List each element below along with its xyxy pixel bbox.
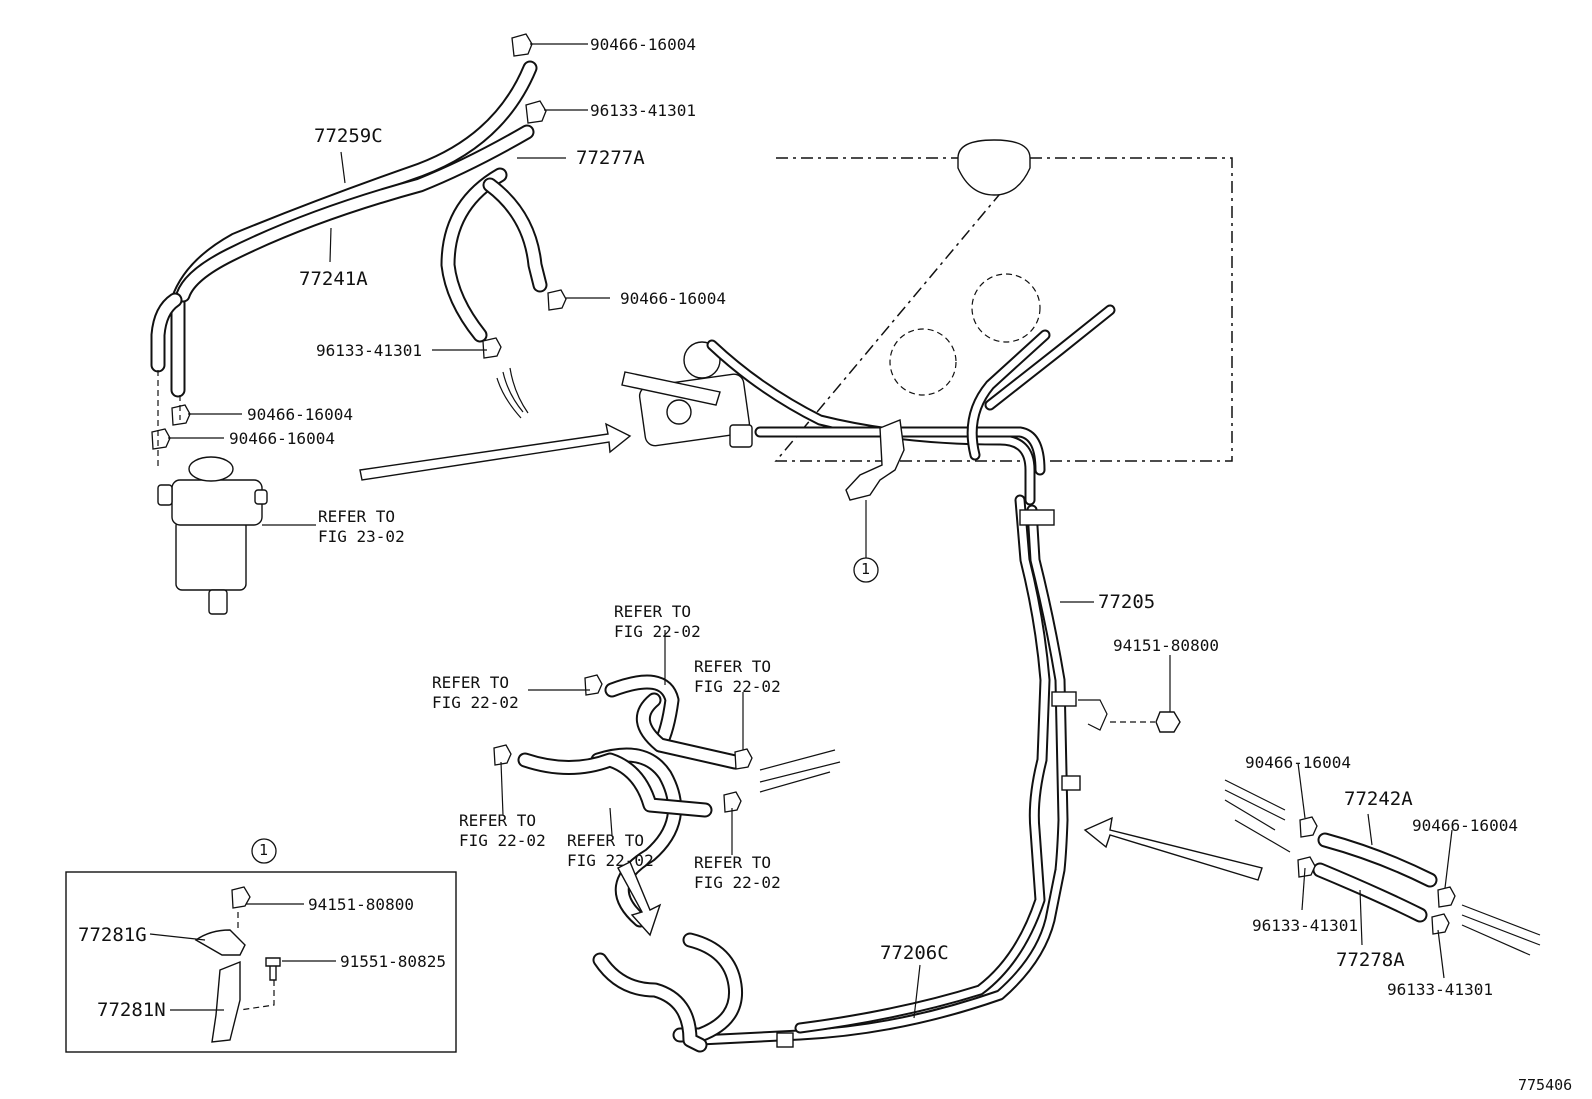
inset-detail xyxy=(65,871,457,1053)
refer-to-line2: FIG 22-02 xyxy=(614,622,701,641)
callout-96133-41301-mid: 96133-41301 xyxy=(316,341,422,360)
leader-lines xyxy=(149,43,1453,1019)
diagram-id: 775406 xyxy=(1518,1076,1573,1094)
callout-90466-16004-top: 90466-16004 xyxy=(590,35,696,54)
circle-marker-1-label: 1 xyxy=(861,560,871,578)
right-hose-assembly xyxy=(1083,779,1541,956)
callout-77259c: 77259C xyxy=(314,125,383,147)
callout-77241a: 77241A xyxy=(299,268,368,290)
refer-to-line2: FIG 22-02 xyxy=(459,831,546,850)
refer-to-line2: FIG 22-02 xyxy=(694,873,781,892)
refer-to-line1: REFER TO xyxy=(567,831,645,850)
refer-to-line2: FIG 22-02 xyxy=(567,851,654,870)
refer-to-line2: FIG 22-02 xyxy=(432,693,519,712)
callout-96133-41301-right1: 96133-41301 xyxy=(1252,916,1358,935)
callout-94151-80800-main: 94151-80800 xyxy=(1113,636,1219,655)
refer-to-fig-22-02-f: REFER TO FIG 22-02 xyxy=(694,853,781,893)
refer-to-line1: REFER TO xyxy=(318,507,396,526)
callout-96133-41301-right2: 96133-41301 xyxy=(1387,980,1493,999)
callout-90466-16004-left1: 90466-16004 xyxy=(247,405,353,424)
refer-to-line1: REFER TO xyxy=(459,811,537,830)
refer-to-line2: FIG 22-02 xyxy=(694,677,781,696)
hose-assembly-top-left xyxy=(150,60,548,398)
inset-circle-marker-1-label: 1 xyxy=(259,841,269,859)
refer-to-fig-22-02-a: REFER TO FIG 22-02 xyxy=(614,602,701,642)
refer-to-fig-22-02-c: REFER TO FIG 22-02 xyxy=(694,657,781,697)
refer-to-fig-23-02: REFER TO FIG 23-02 xyxy=(318,507,405,547)
callout-77281n: 77281N xyxy=(97,999,166,1021)
circle-markers xyxy=(251,557,879,864)
refer-to-fig-22-02-d: REFER TO FIG 22-02 xyxy=(459,811,546,851)
refer-to-line1: REFER TO xyxy=(432,673,510,692)
refer-to-line1: REFER TO xyxy=(614,602,692,621)
refer-to-fig-22-02-e: REFER TO FIG 22-02 xyxy=(567,831,654,871)
callout-90466-16004-right2: 90466-16004 xyxy=(1412,816,1518,835)
refer-to-line2: FIG 23-02 xyxy=(318,527,405,546)
callout-90466-16004-right1: 90466-16004 xyxy=(1245,753,1351,772)
fuel-pump-component xyxy=(157,370,268,615)
callout-96133-41301-top: 96133-41301 xyxy=(590,101,696,120)
arrow-to-valve xyxy=(359,422,632,481)
callout-77281g: 77281G xyxy=(78,924,147,946)
callout-77278a: 77278A xyxy=(1336,949,1405,971)
callout-91551-80825: 91551-80825 xyxy=(340,952,446,971)
callout-77206c: 77206C xyxy=(880,942,949,964)
callout-77277a: 77277A xyxy=(576,147,645,169)
callout-94151-80800-inset: 94151-80800 xyxy=(308,895,414,914)
callout-90466-16004-left2: 90466-16004 xyxy=(229,429,335,448)
lower-hoses xyxy=(493,674,841,1053)
callout-77242a: 77242A xyxy=(1344,788,1413,810)
main-fuel-lines xyxy=(694,304,1181,1048)
refer-to-line1: REFER TO xyxy=(694,853,772,872)
refer-to-line1: REFER TO xyxy=(694,657,772,676)
clips-top-left xyxy=(151,33,567,450)
callout-77205: 77205 xyxy=(1098,591,1156,613)
callout-90466-16004-mid: 90466-16004 xyxy=(620,289,726,308)
fuel-tank-outline xyxy=(774,139,1233,462)
refer-to-fig-22-02-b: REFER TO FIG 22-02 xyxy=(432,673,519,713)
